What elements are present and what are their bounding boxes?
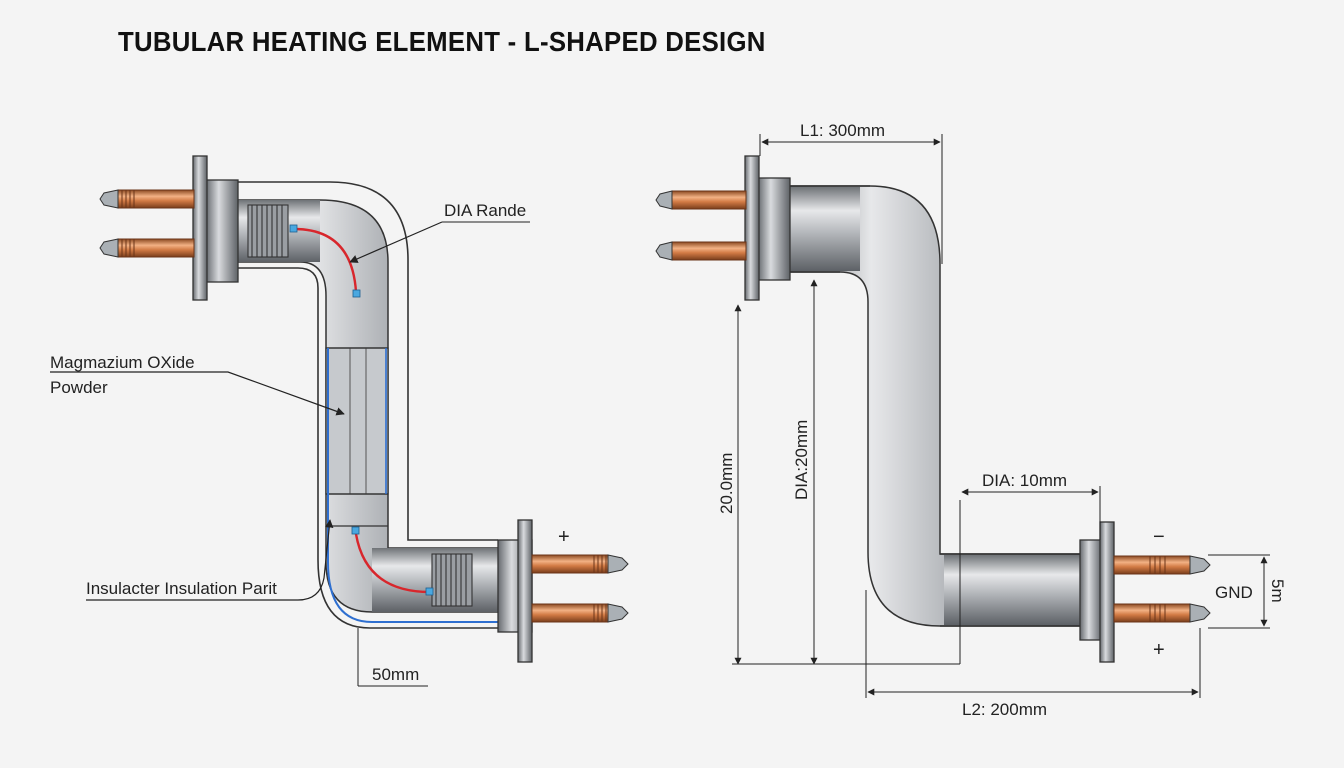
pin-thread xyxy=(593,555,607,622)
minus-terminal-label: − xyxy=(1153,526,1165,548)
cutaway-view: DIA Rande Magmazium OXide Powder Insulac… xyxy=(50,155,629,687)
terminal-coil-bottom xyxy=(431,553,473,607)
terminal-flange-body xyxy=(1079,539,1103,641)
powder-leader xyxy=(50,371,345,416)
copper-pin xyxy=(531,554,609,574)
pin-tip xyxy=(655,241,673,261)
copper-pin xyxy=(671,190,747,210)
dimension-tube-top-run xyxy=(790,187,860,271)
dia-small-label: DIA: 10mm xyxy=(982,471,1067,490)
insulation-label: Insulacter Insulation Parit xyxy=(86,579,277,598)
pin-tip xyxy=(1189,603,1211,623)
copper-pin xyxy=(1113,603,1191,623)
coil-label: DIA Rande xyxy=(444,201,526,220)
dia-vertical-label: DIA:20mm xyxy=(792,420,811,500)
pin-tip xyxy=(99,189,119,209)
dimension-tube-bottom-run xyxy=(944,555,1080,625)
insulation-leader xyxy=(86,519,334,601)
pin-thread xyxy=(121,190,135,257)
pin-tip xyxy=(1189,555,1211,575)
terminal-flange-plate xyxy=(744,155,760,301)
copper-pin xyxy=(117,238,195,258)
gnd-label: GND xyxy=(1215,583,1253,602)
plus-terminal-label: + xyxy=(558,526,570,548)
wire-connector xyxy=(351,526,360,535)
copper-pin xyxy=(531,603,609,623)
powder-label: Magmazium OXide xyxy=(50,353,195,372)
dimension-tube xyxy=(789,185,1081,627)
terminal-flange-plate xyxy=(517,519,533,663)
outer-sheath-outline-inner xyxy=(238,267,498,629)
terminal-coil-top xyxy=(247,204,289,258)
pin-tip xyxy=(607,603,629,623)
insulation-layer xyxy=(327,348,498,623)
coil-leader xyxy=(349,221,443,263)
pin-tip xyxy=(99,238,119,258)
copper-pin xyxy=(117,189,195,209)
magnesium-oxide-core xyxy=(325,347,389,495)
copper-pin xyxy=(1113,555,1191,575)
pin-tip xyxy=(607,554,629,574)
l2-label: L2: 200mm xyxy=(962,700,1047,719)
powder-label-line2: Powder xyxy=(50,378,108,397)
terminal-flange-plate xyxy=(192,155,208,301)
dimension-view: L1: 300mm 20.0mm DIA:20mm DIA: 10mm L2: … xyxy=(655,121,1287,719)
terminal-flange-body xyxy=(205,179,239,283)
copper-pin xyxy=(671,241,747,261)
heating-wire-top xyxy=(293,227,358,293)
wire-connector xyxy=(425,587,434,596)
l1-label: L1: 300mm xyxy=(800,121,885,140)
outer-sheath-outline xyxy=(238,181,498,541)
terminal-flange-plate xyxy=(1099,521,1115,663)
terminal-flange-body xyxy=(757,177,791,281)
wire-connector xyxy=(289,224,298,233)
height-label: 20.0mm xyxy=(717,453,736,514)
plus-terminal-label: + xyxy=(1153,639,1165,661)
pin-gap-label: 5m xyxy=(1268,579,1287,603)
pin-thread xyxy=(1149,556,1166,622)
offset-label: 50mm xyxy=(372,665,419,684)
wire-connector xyxy=(352,289,361,298)
pin-tip xyxy=(655,190,673,210)
diagram-title: TUBULAR HEATING ELEMENT - L-SHAPED DESIG… xyxy=(118,26,766,57)
heating-wire-bottom xyxy=(354,533,431,594)
